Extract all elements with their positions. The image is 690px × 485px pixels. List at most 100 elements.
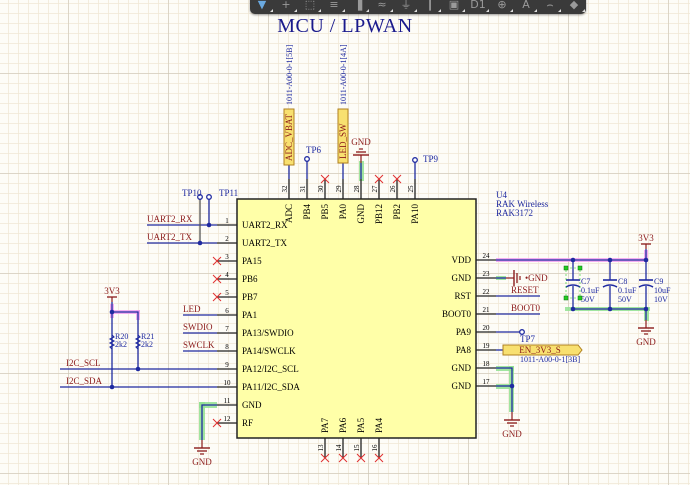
power-port-icon[interactable]: ⊕ (492, 0, 513, 12)
pin-name: GND (356, 204, 366, 224)
no-connect-icon (320, 453, 330, 463)
shape-icon[interactable]: ◆ (564, 0, 585, 12)
schematic-toolbar: ▼+⬚≡▐≈⏚┃▣D1⊕A⌢◆ (250, 0, 586, 14)
pin-name: PB2 (392, 204, 402, 220)
capacitor-value: 10uF (654, 286, 671, 295)
port-reference: 1011-A00-0-1[4A] (339, 44, 348, 105)
sheet-title: MCU / LPWAN (277, 15, 413, 37)
resistor-zigzag (108, 334, 116, 350)
wire[interactable] (112, 311, 139, 369)
power-3v3-icon: 3V3 (104, 286, 120, 302)
test-point-icon[interactable] (206, 194, 212, 200)
port-reference: 1011-A00-0-1[3B] (520, 355, 580, 364)
capacitor-ref: C8 (618, 277, 627, 286)
port-body[interactable] (502, 344, 583, 356)
pin-number: 22 (483, 288, 491, 296)
test-point-label: TP11 (219, 188, 238, 198)
port-label: ADC_VBAT (284, 113, 294, 161)
align-icon[interactable]: ≡ (324, 0, 345, 12)
pin-name: VDD (452, 255, 472, 265)
resistor-ref: R20 (115, 332, 128, 341)
crosshair-icon[interactable]: + (276, 0, 297, 12)
junction-dot (109, 309, 115, 315)
pin-number: 30 (317, 185, 325, 193)
net-label-swclk: SWCLK (183, 340, 215, 350)
capacitor-plate (638, 284, 654, 288)
test-point-icon[interactable] (412, 157, 418, 163)
no-connect-icon (374, 174, 384, 184)
bus-icon[interactable]: ┃ (420, 0, 441, 12)
no-connect-icon (338, 453, 348, 463)
pin-name: GND (452, 381, 472, 391)
arc-icon[interactable]: ⌢ (540, 0, 561, 12)
ground-icon: GND (636, 320, 656, 347)
chip-body-u4[interactable] (236, 198, 477, 439)
text-icon[interactable]: A (516, 0, 537, 12)
no-connect-icon (356, 453, 366, 463)
ground-icon: GND (192, 440, 212, 467)
wire[interactable] (496, 367, 513, 412)
pin-number: 27 (371, 185, 379, 193)
pin-name: PA15 (242, 256, 262, 266)
net-label-led: LED (183, 304, 201, 314)
junction-dot (135, 366, 141, 372)
capacitor-voltage: 10V (654, 295, 668, 304)
pin-name: PA10 (410, 204, 420, 224)
pin-number: 29 (335, 185, 343, 193)
capacitor-voltage: 50V (581, 295, 595, 304)
pin-number: 3 (225, 253, 229, 261)
pin-name: UART2_TX (242, 238, 287, 248)
capacitor-plate (602, 284, 618, 288)
power-label: 3V3 (638, 233, 654, 243)
port-body[interactable] (337, 108, 349, 164)
pin-name: RST (454, 291, 471, 301)
net-label-i2c-scl: I2C_SCL (66, 358, 101, 368)
chip-designator: U4 (496, 190, 507, 200)
pin-name: GND (242, 400, 262, 410)
test-point-icon[interactable] (304, 156, 310, 162)
no-connect-icon (320, 174, 330, 184)
select-rect-icon[interactable]: ⬚ (300, 0, 321, 12)
pin-name: PB4 (302, 204, 312, 220)
sheet-symbol-icon[interactable]: ▣ (444, 0, 465, 12)
pin-name: UART2_RX (242, 220, 288, 230)
junction-dot (109, 384, 115, 390)
ground-label: GND (636, 337, 656, 347)
power-3v3-icon: 3V3 (638, 233, 654, 249)
pin-name: GND (452, 363, 472, 373)
net-label-i2c-sda: I2C_SDA (66, 376, 103, 386)
test-point-icon[interactable] (197, 194, 203, 200)
pin-number: 23 (483, 270, 491, 278)
test-point-label: TP7 (520, 334, 536, 344)
pin-number: 19 (483, 342, 491, 350)
filter-icon[interactable]: ▼ (252, 0, 273, 12)
pin-number: 10 (224, 379, 232, 387)
net-label-boot0: BOOT0 (511, 303, 540, 313)
wire-icon[interactable]: ≈ (372, 0, 393, 12)
wire[interactable] (201, 404, 217, 440)
no-connect-icon (212, 256, 222, 266)
port-icon[interactable]: D1 (468, 0, 489, 12)
ground-icon[interactable]: ⏚ (396, 0, 417, 12)
capacitor-ref: C9 (654, 277, 663, 286)
test-point-icon[interactable] (519, 329, 525, 335)
pin-name: PA14/SWCLK (242, 346, 296, 356)
selection-box (565, 267, 581, 299)
chip-part-number: RAK3172 (496, 208, 533, 218)
no-connect-icon (212, 418, 222, 428)
pin-number: 18 (483, 360, 491, 368)
component-icon[interactable]: ▐ (348, 0, 369, 12)
ground-label: GND (351, 137, 371, 147)
capacitor-value: 0.1uF (581, 286, 600, 295)
pin-name: PA4 (374, 417, 384, 433)
port-body[interactable] (283, 108, 295, 166)
